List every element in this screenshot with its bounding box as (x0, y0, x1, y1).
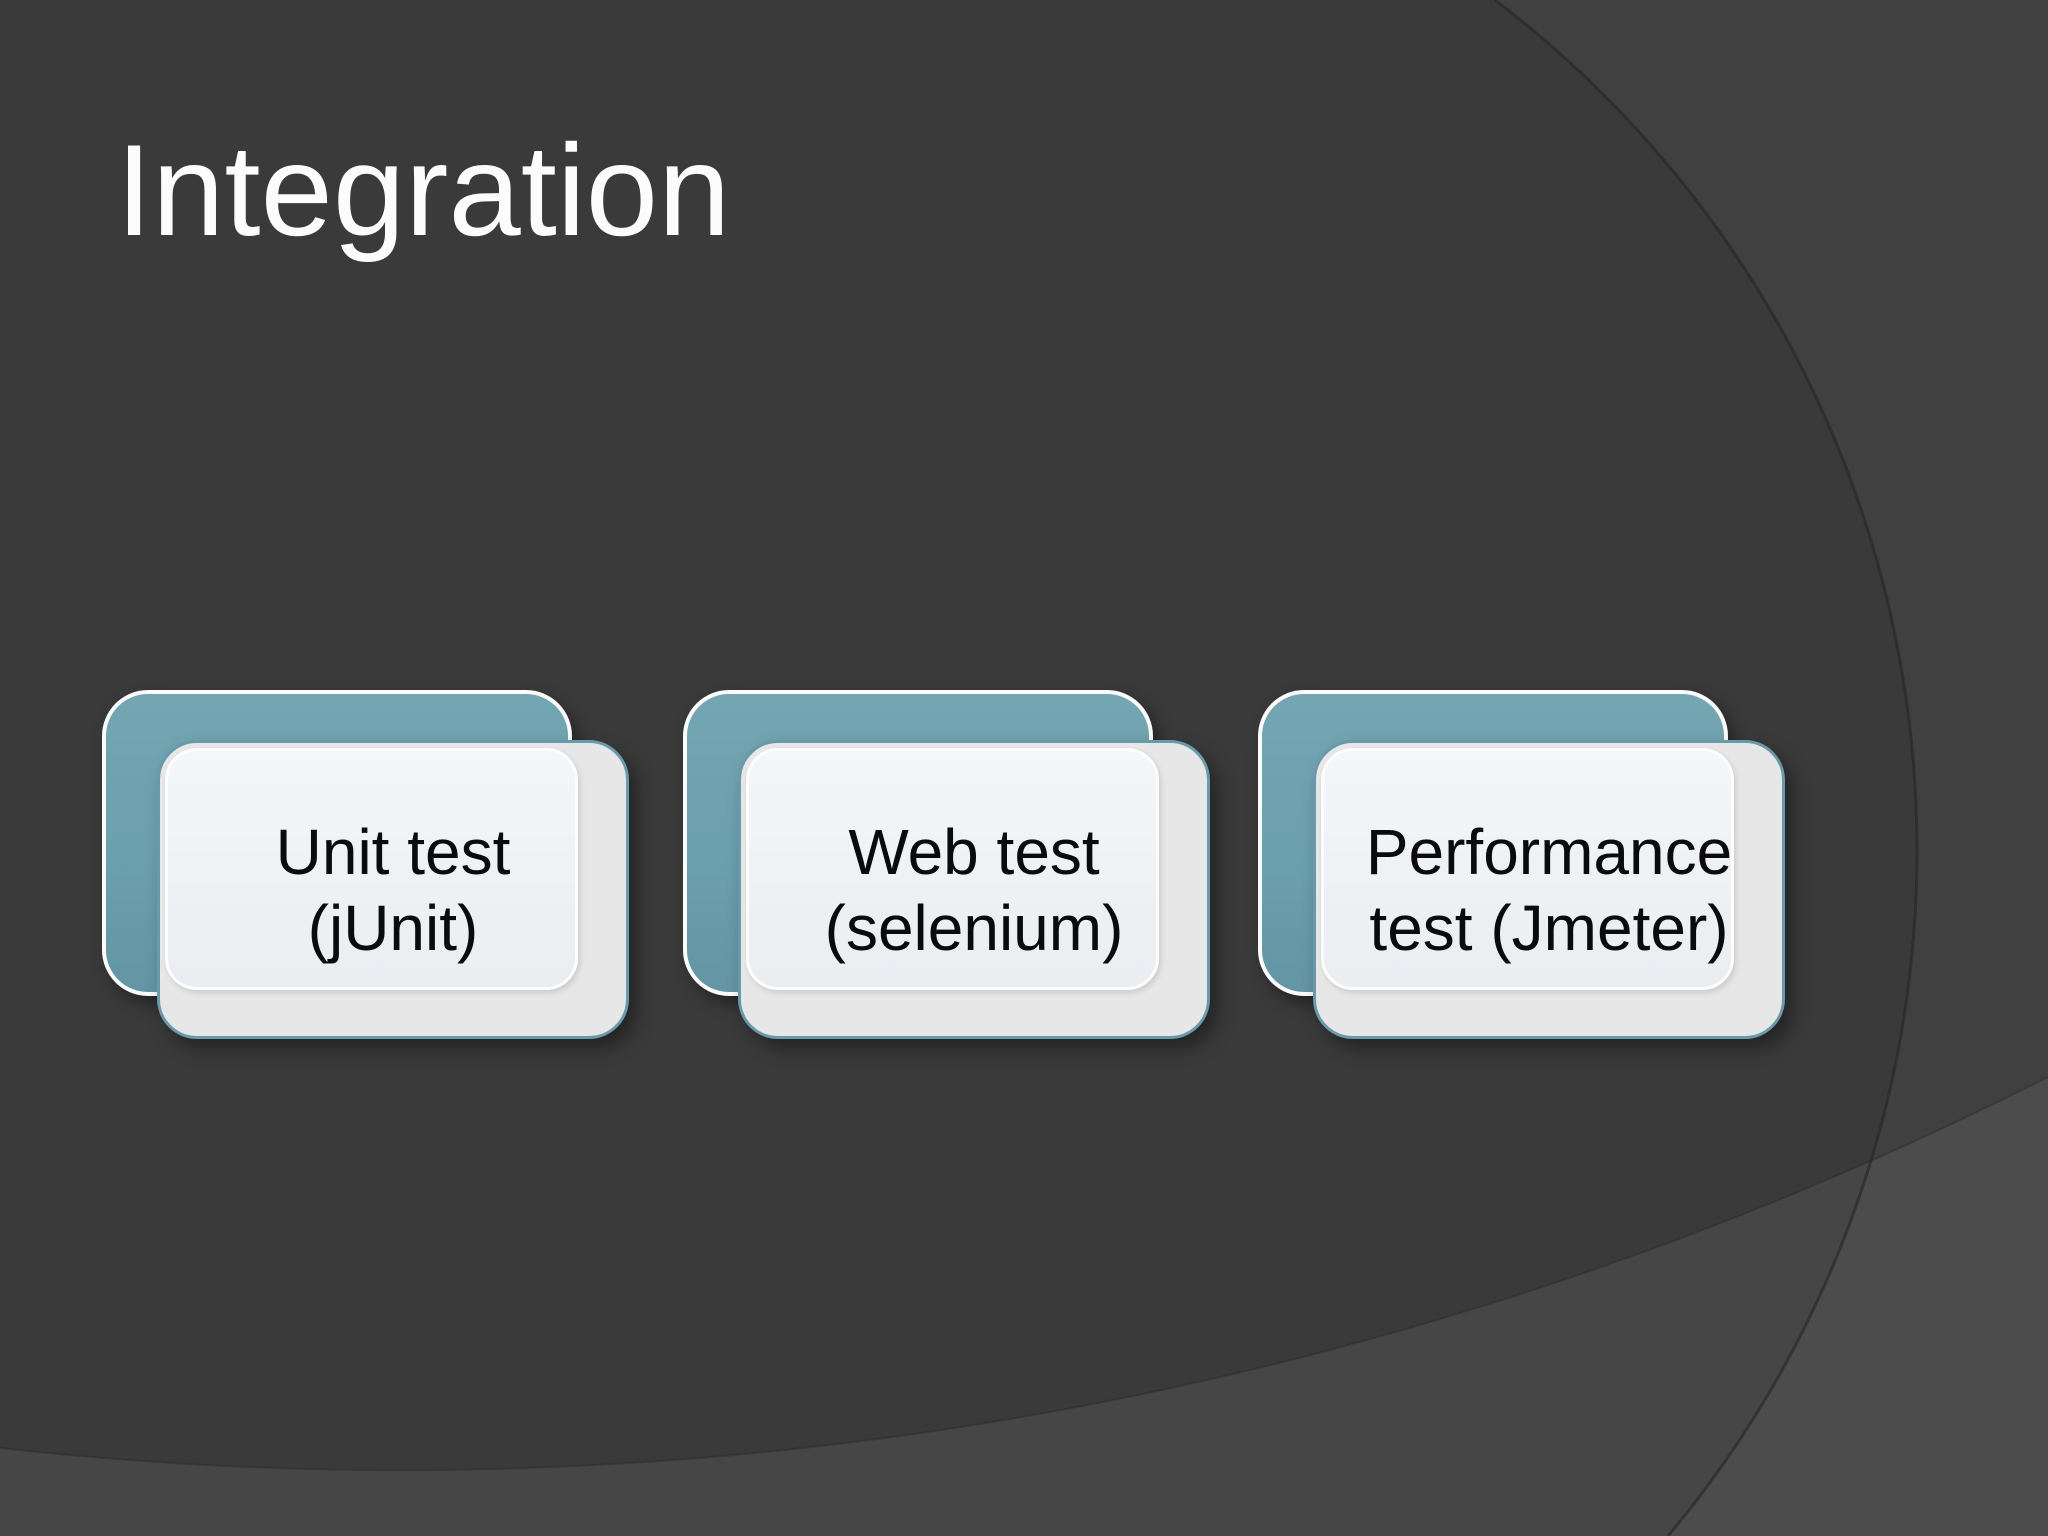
page-title: Integration (116, 117, 731, 263)
card-group-performance-test: Performance test (Jmeter) (1258, 690, 1785, 1042)
card-label: Web test (selenium) (741, 743, 1207, 1036)
card-front-panel: Unit test (jUnit) (157, 740, 629, 1039)
card-group-unit-test: Unit test (jUnit) (102, 690, 629, 1042)
card-label-line: Unit test (275, 815, 511, 888)
card-label-line: test (Jmeter) (1369, 891, 1729, 964)
card-label-line: Web test (848, 815, 1100, 888)
card-surface (1321, 748, 1734, 990)
card-label-line: Performance (1365, 815, 1733, 888)
card-label-line: (selenium) (824, 891, 1124, 964)
card-label: Unit test (jUnit) (160, 743, 626, 1036)
card-group-web-test: Web test (selenium) (683, 690, 1210, 1042)
card-surface (746, 748, 1159, 990)
card-label: Performance test (Jmeter) (1316, 743, 1782, 1036)
card-front-panel: Web test (selenium) (738, 740, 1210, 1039)
card-front-panel: Performance test (Jmeter) (1313, 740, 1785, 1039)
card-surface (165, 748, 578, 990)
card-label-line: (jUnit) (307, 891, 479, 964)
